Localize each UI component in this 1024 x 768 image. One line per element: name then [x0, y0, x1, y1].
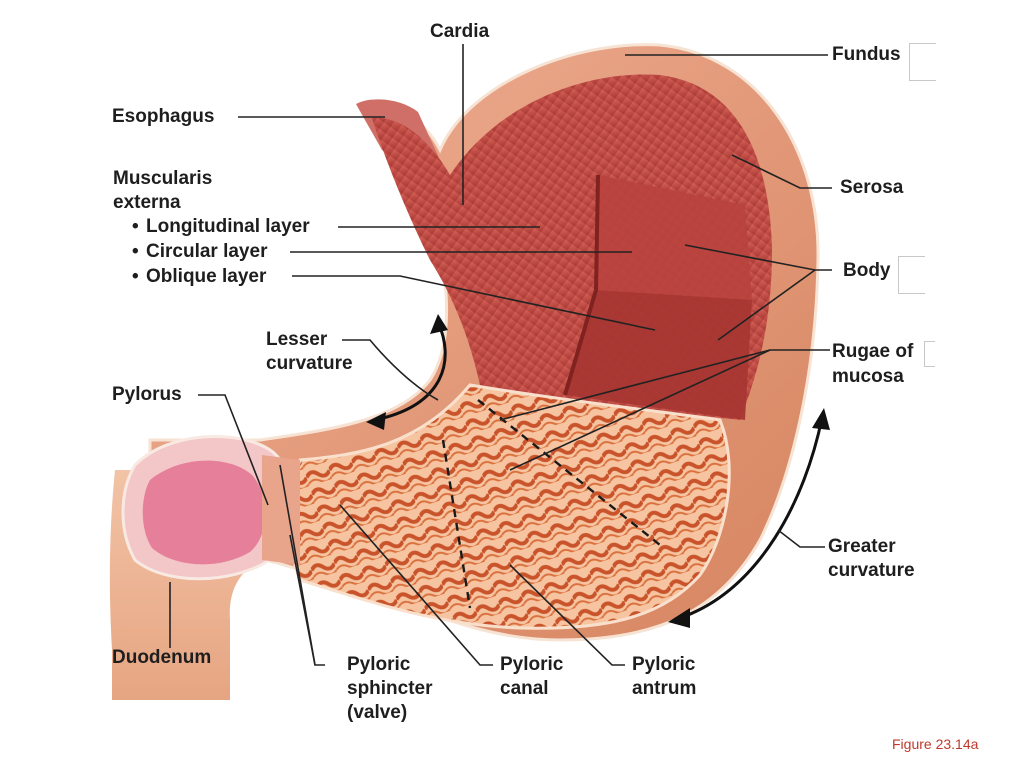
label-greater-curvature: curvature	[828, 560, 915, 581]
pylorus-lumen	[142, 460, 266, 565]
greater-curvature-arrow	[679, 417, 824, 620]
label-pyloric-antrum-2: antrum	[632, 678, 697, 699]
label-esophagus: Esophagus	[112, 106, 215, 127]
label-pyloric-canal-1: Pyloric	[500, 654, 564, 675]
label-longitudinal-layer: Longitudinal layer	[146, 216, 310, 237]
label-serosa: Serosa	[840, 177, 904, 198]
label-circular-layer: Circular layer	[146, 241, 268, 262]
label-body: Body	[843, 260, 891, 281]
answer-box-fundus[interactable]	[909, 43, 936, 81]
bullet-circular: •	[132, 241, 139, 262]
label-rugae-of: Rugae of	[832, 341, 914, 362]
bullet-longitudinal: •	[132, 216, 139, 237]
dashed-line-antrum	[477, 399, 661, 546]
answer-box-body[interactable]	[898, 256, 925, 294]
label-externa: externa	[113, 192, 181, 213]
figure-caption: Figure 23.14a	[892, 736, 979, 752]
label-pyloric-sphincter-2: sphincter	[347, 678, 433, 699]
label-cardia: Cardia	[430, 21, 490, 42]
oblique-layer-panel	[565, 290, 752, 420]
label-duodenum: Duodenum	[112, 647, 212, 668]
label-pyloric-sphincter-1: Pyloric	[347, 654, 411, 675]
label-pyloric-canal-2: canal	[500, 678, 549, 699]
leader-lines	[169, 44, 832, 666]
bullet-oblique: •	[132, 266, 139, 287]
answer-box-rugae[interactable]	[924, 341, 935, 367]
label-fundus: Fundus	[832, 44, 901, 65]
rugae-mucosa	[287, 383, 731, 630]
lesser-curvature-arrow	[374, 321, 447, 422]
label-mucosa: mucosa	[832, 366, 904, 387]
label-pylorus: Pylorus	[112, 384, 182, 405]
label-lesser-curvature: curvature	[266, 353, 353, 374]
label-muscularis: Muscularis	[113, 168, 213, 189]
label-greater: Greater	[828, 536, 896, 557]
circular-layer-panel	[596, 175, 752, 300]
label-pyloric-antrum-1: Pyloric	[632, 654, 696, 675]
dashed-line-canal	[441, 439, 472, 609]
label-pyloric-sphincter-3: (valve)	[347, 702, 408, 723]
label-oblique-layer: Oblique layer	[146, 266, 267, 287]
label-lesser: Lesser	[266, 329, 328, 350]
